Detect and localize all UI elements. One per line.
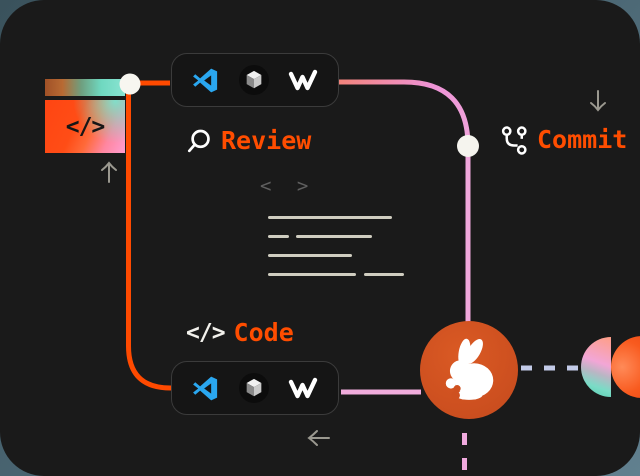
- node-dot-left: [119, 73, 141, 95]
- coderabbit-logo: [420, 321, 518, 419]
- vscode-icon: [192, 376, 217, 400]
- rabbit-icon: [445, 338, 494, 400]
- center-brackets-glyph: < >: [260, 175, 316, 197]
- node-dot-right: [457, 135, 479, 157]
- code-step: </> Code: [186, 318, 294, 348]
- ide-pill-top: [171, 53, 339, 107]
- code-label: Code: [233, 318, 294, 347]
- cursor-icon: [238, 373, 269, 403]
- review-step: Review: [187, 126, 311, 156]
- editor-card-titlebar: [45, 79, 125, 96]
- windsurf-icon: [289, 377, 318, 399]
- editor-card: </>: [45, 100, 125, 153]
- wire-pink-right: [338, 79, 471, 322]
- search-icon: [187, 129, 210, 152]
- git-branch-icon: [501, 125, 527, 155]
- commit-step: Commit: [501, 125, 627, 155]
- code-tag-glyph: </>: [65, 113, 106, 140]
- arrow-down-icon: [590, 90, 606, 112]
- cursor-icon: [238, 65, 269, 95]
- arrow-up-icon: [101, 161, 117, 183]
- vscode-icon: [192, 68, 217, 92]
- windsurf-icon: [289, 69, 318, 91]
- code-tag-icon: </>: [186, 320, 226, 346]
- arrow-left-icon: [307, 430, 330, 446]
- wire-orange-left: [126, 90, 172, 391]
- review-label: Review: [221, 126, 312, 155]
- commit-label: Commit: [537, 125, 628, 154]
- ide-pill-bottom: [171, 361, 339, 415]
